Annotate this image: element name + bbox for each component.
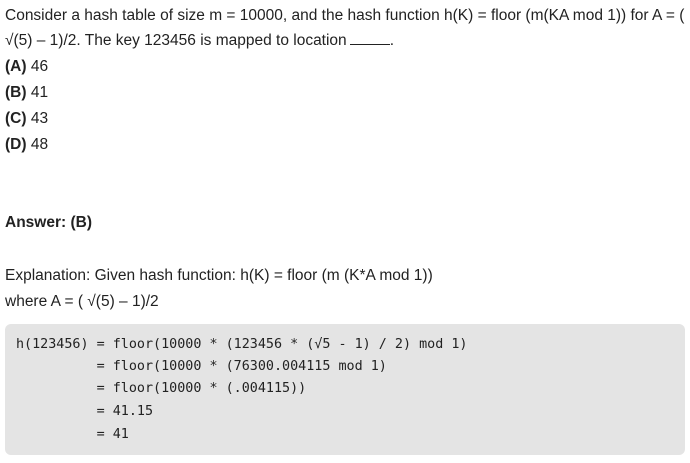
option-a: (A) 46 <box>5 57 48 77</box>
option-b-text: 41 <box>26 84 49 101</box>
code-line-4: = 41.15 <box>16 404 154 419</box>
option-b: (B) 41 <box>5 83 48 103</box>
option-d: (D) 48 <box>5 135 48 155</box>
code-line-5: = 41 <box>16 427 129 442</box>
question-line-1: Consider a hash table of size m = 10000,… <box>5 7 685 24</box>
answer-label: Answer: (B) <box>5 214 92 231</box>
option-c-key: (C) <box>5 110 27 127</box>
option-c: (C) 43 <box>5 109 48 129</box>
option-c-text: 43 <box>26 110 49 127</box>
option-a-text: 46 <box>26 58 49 75</box>
question-line-2-text: √(5) – 1)/2. The key 123456 is mapped to… <box>5 32 347 49</box>
code-line-1: h(123456) = floor(10000 * (123456 * (√5 … <box>16 337 468 352</box>
explanation-line-1: Explanation: Given hash function: h(K) =… <box>5 266 433 286</box>
question-line-2-end: . <box>389 32 394 49</box>
code-block: h(123456) = floor(10000 * (123456 * (√5 … <box>5 324 685 455</box>
explanation-line-2: where A = ( √(5) – 1)/2 <box>5 293 159 310</box>
code-line-2: = floor(10000 * (76300.004115 mod 1) <box>16 359 387 374</box>
option-d-text: 48 <box>26 136 49 153</box>
answer-blank <box>349 32 390 45</box>
option-b-key: (B) <box>5 84 27 101</box>
option-d-key: (D) <box>5 136 27 153</box>
option-a-key: (A) <box>5 58 27 75</box>
question-line-2: √(5) – 1)/2. The key 123456 is mapped to… <box>5 31 394 51</box>
code-line-3: = floor(10000 * (.004115)) <box>16 381 307 396</box>
explanation-label: Explanation: <box>5 267 91 284</box>
explanation-text: Given hash function: h(K) = floor (m (K*… <box>90 267 433 284</box>
